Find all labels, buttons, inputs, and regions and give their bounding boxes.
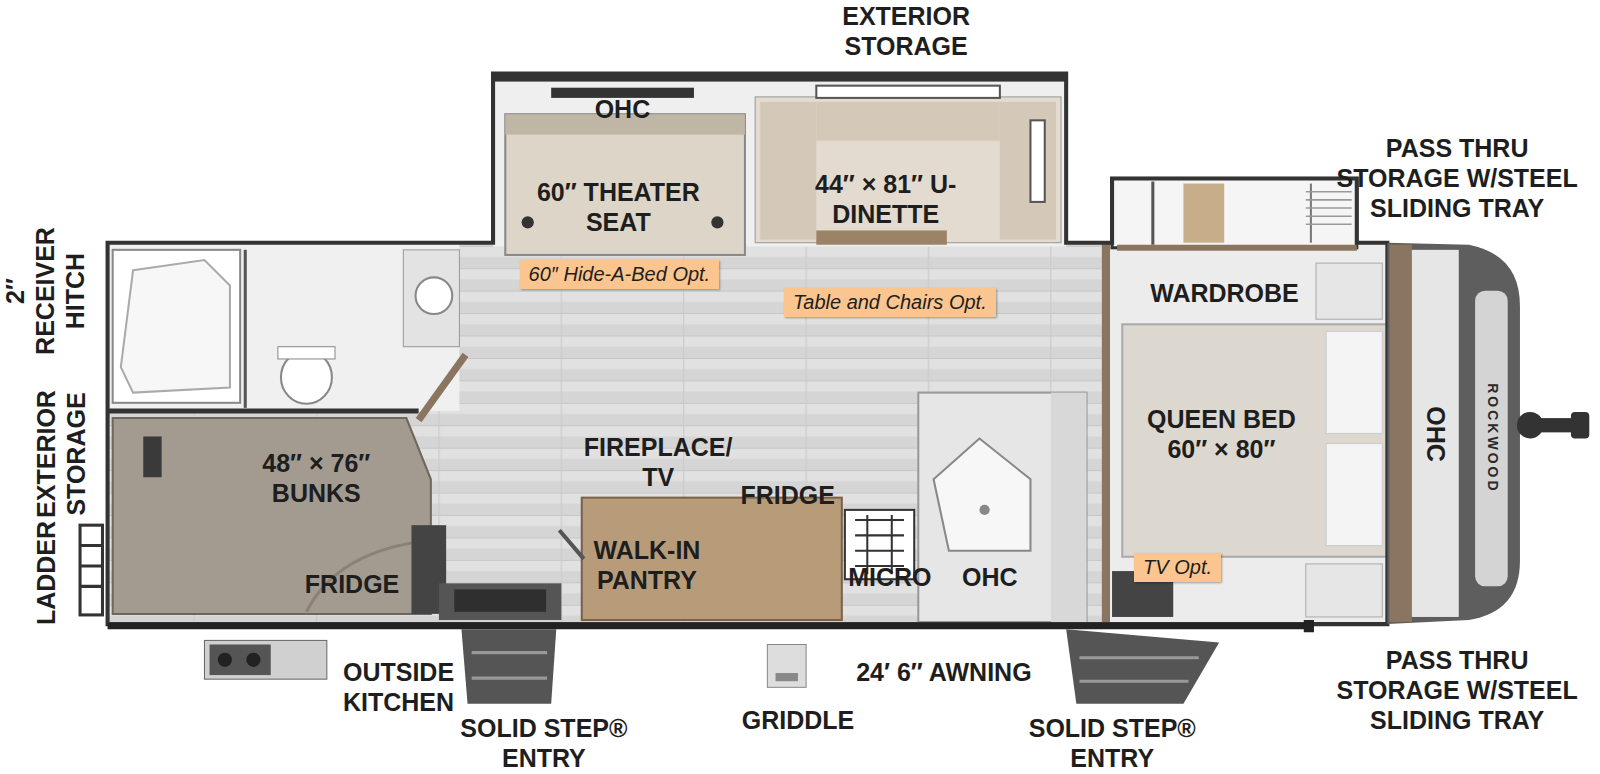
awning-label: 24′ 6″ AWNING [856, 657, 1031, 687]
option-text: TV Opt. [1143, 556, 1212, 578]
front-cap [1387, 243, 1589, 624]
cooktop [454, 589, 546, 611]
exterior-label: GRIDDLE [742, 705, 855, 735]
storage-label: EXTERIOR STORAGE [835, 1, 978, 61]
appliance-label: FRIDGE [741, 480, 835, 510]
wardrobe [1112, 178, 1357, 247]
furniture-label: WARDROBE [1150, 278, 1299, 308]
option-tag: TV Opt. [1134, 553, 1221, 582]
storage-label: PASS THRU STORAGE W/STEEL SLIDING TRAY [1330, 645, 1585, 735]
bed-label: QUEEN BED 60″ × 80″ [1132, 404, 1311, 464]
appliance-label: FRIDGE [305, 569, 399, 599]
storage-label: EXTERIOR STORAGE [31, 383, 91, 526]
outdoor-kitchen-cabinet [439, 583, 561, 620]
option-tag: 60″ Hide-A-Bed Opt. [520, 260, 720, 289]
appliance-label: MICRO [848, 562, 931, 592]
bedroom-floor [1107, 243, 1387, 624]
furniture-label: 44″ × 81″ U-DINETTE [814, 169, 957, 229]
option-text: Table and Chairs Opt. [793, 291, 987, 313]
storage-label: PASS THRU STORAGE W/STEEL SLIDING TRAY [1330, 133, 1585, 223]
entry-label: SOLID STEP® ENTRY [455, 713, 634, 773]
pantry-label: WALK-IN PANTRY [570, 535, 723, 595]
exterior [80, 525, 1314, 703]
appliance-label: FIREPLACE/ TV [574, 432, 742, 492]
ladder-label: LADDER [31, 521, 61, 625]
bed-label: 48″ × 76″ BUNKS [250, 448, 383, 508]
hitch-label: 2″ RECEIVER HITCH [0, 222, 90, 360]
furniture-label: 60″ THEATER SEAT [529, 177, 708, 237]
cabinet-label: OHC [595, 94, 651, 124]
living-floor [108, 243, 1107, 624]
entry-label: SOLID STEP® ENTRY [1023, 713, 1202, 773]
bathroom [108, 243, 466, 420]
brand-logo: ROCKWOOD [1483, 384, 1500, 494]
slide-out [493, 73, 1066, 255]
kitchen [559, 393, 1086, 622]
cabinet-label: OHC [1421, 406, 1451, 462]
outer-wall [108, 73, 1388, 624]
cabinet-label: OHC [962, 562, 1018, 592]
option-tag: Table and Chairs Opt. [784, 288, 996, 317]
exterior-label: OUTSIDE KITCHEN [321, 657, 454, 717]
option-text: 60″ Hide-A-Bed Opt. [529, 263, 711, 285]
bedroom [1102, 243, 1388, 624]
bunk-beds [113, 418, 446, 614]
